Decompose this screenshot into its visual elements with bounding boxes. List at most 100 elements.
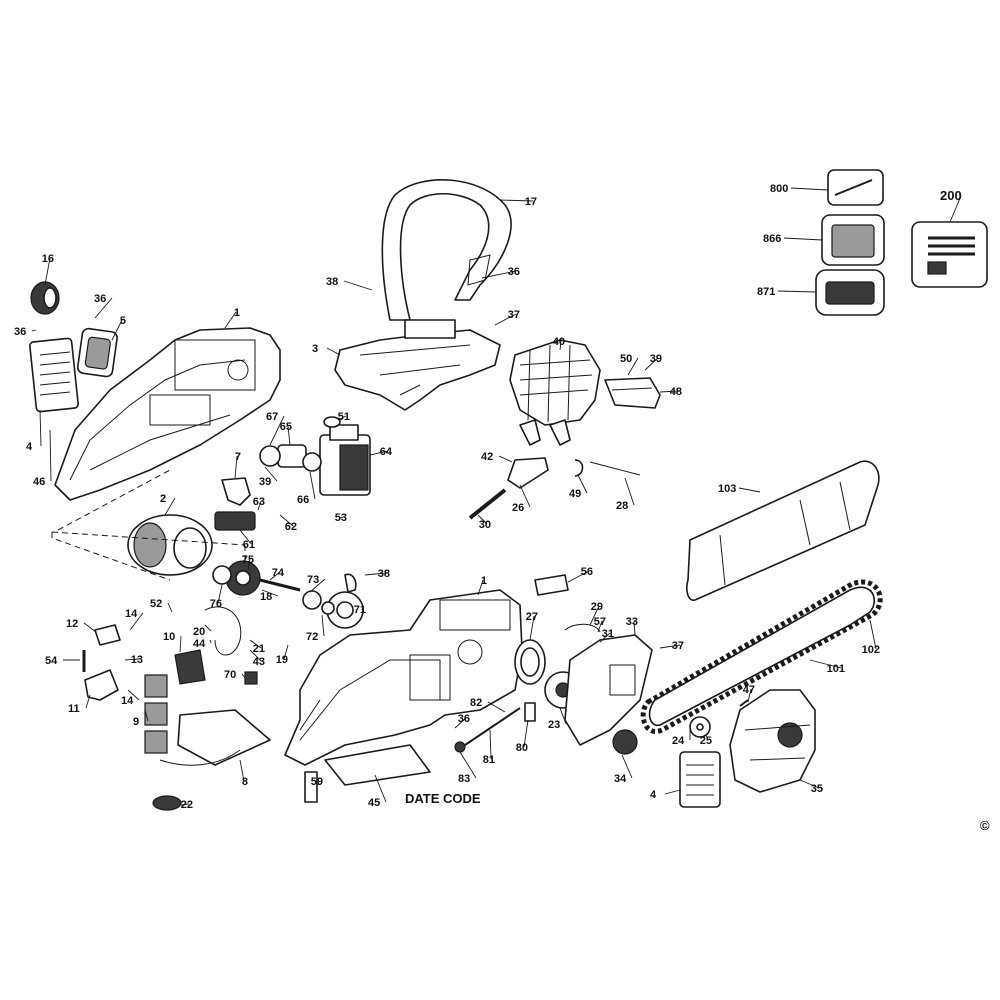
leader-line [164,497,176,516]
callout-label-31: 31 [602,628,614,640]
part-200-manual [911,221,988,288]
leader-line [949,195,962,223]
callout-label-74: 74 [272,567,285,579]
leader-line [644,357,659,371]
callout-label-36: 36 [14,326,26,338]
callout-label-200: 200 [940,188,962,203]
callout-label-52: 52 [150,598,162,610]
leader-line [167,602,173,613]
part-70-connector [244,671,258,685]
part-76-washer [212,565,232,585]
callout-label-37: 37 [508,309,520,321]
callout-label-23: 23 [548,719,560,731]
leader-line [599,632,611,643]
callout-label-62: 62 [285,521,297,533]
callout-label-57: 57 [594,616,606,628]
leader-line [529,615,535,641]
leader-line [279,514,294,527]
leader-line [499,199,534,202]
leader-line [519,484,531,508]
leader-line [747,688,752,703]
leader-line [247,558,251,571]
callout-label-50: 50 [620,353,632,365]
callout-label-38: 38 [378,568,390,580]
part-1-housing-left [54,327,281,501]
leader-line [790,187,829,191]
leader-line [337,415,347,421]
callout-label-27: 27 [526,611,538,623]
leader-line [124,658,140,661]
part-35-sprocket-cover [729,689,816,793]
part-22-band [152,795,182,811]
part-59-label [304,771,318,803]
part-65-bearing [259,444,322,472]
part-12-bracket [94,624,121,646]
callout-label-45: 45 [368,797,380,809]
leader-line [249,649,262,662]
callout-label-64: 64 [380,446,393,458]
part-61-switch-base [214,511,256,531]
callout-label-66: 66 [297,494,309,506]
part-74-shaft [259,578,301,592]
leader-line [369,450,389,456]
callout-label-38: 38 [326,276,338,288]
callout-label-16: 16 [42,253,54,265]
leader-line [129,612,144,631]
callout-label-7: 7 [235,451,241,463]
leader-line [869,619,877,650]
callout-label-61: 61 [243,539,255,551]
leader-line [111,319,123,341]
part-30-spring [468,488,507,520]
callout-label-11: 11 [68,703,80,715]
part-103-bar-guard [686,460,880,601]
callout-label-81: 81 [483,754,495,766]
leader-line [339,516,344,519]
leader-line [559,340,562,351]
callout-label-17: 17 [525,196,537,208]
callout-label-51: 51 [338,411,350,423]
leader-line [239,759,245,782]
callout-label-65: 65 [280,421,292,433]
callout-label-47: 47 [743,684,755,696]
part-5-seal [76,327,118,378]
leader-line [664,789,681,795]
callout-label-80: 80 [516,742,528,754]
leader-line [257,500,262,511]
callout-label-22: 22 [181,799,193,811]
leader-line [94,297,113,319]
leader-line [567,570,590,583]
part-49-clip [574,459,584,477]
callout-label-48: 48 [670,386,682,398]
callout-label-72: 72 [306,631,318,643]
leader-line [241,673,246,679]
leader-line [477,579,484,596]
part-27-spring-clip [514,639,546,685]
callout-label-14: 14 [125,608,138,620]
callout-label-19: 19 [276,654,288,666]
leader-line [705,734,709,741]
callout-label-36: 36 [508,266,520,278]
leader-line [85,694,91,709]
callout-label-29: 29 [591,601,603,613]
copyright-mark: © [980,818,990,833]
part-10-switch [174,649,206,685]
leader-line [597,620,603,633]
part-26-trigger-linkage [507,457,549,489]
leader-line [659,390,679,393]
callout-label-871: 871 [757,286,775,298]
callout-label-82: 82 [470,697,482,709]
callout-label-12: 12 [66,618,78,630]
part-20-wire-loop [204,606,242,656]
leader-line [498,455,513,463]
part-4-vent-cover [29,337,79,413]
callout-label-14: 14 [121,695,134,707]
callout-label-33: 33 [626,616,638,628]
leader-line [264,466,278,482]
leader-line [179,635,182,653]
callout-label-43: 43 [253,656,265,668]
callout-label-40: 40 [553,336,565,348]
leader-line [477,514,488,525]
leader-line [283,644,289,660]
callout-label-800: 800 [770,183,788,195]
